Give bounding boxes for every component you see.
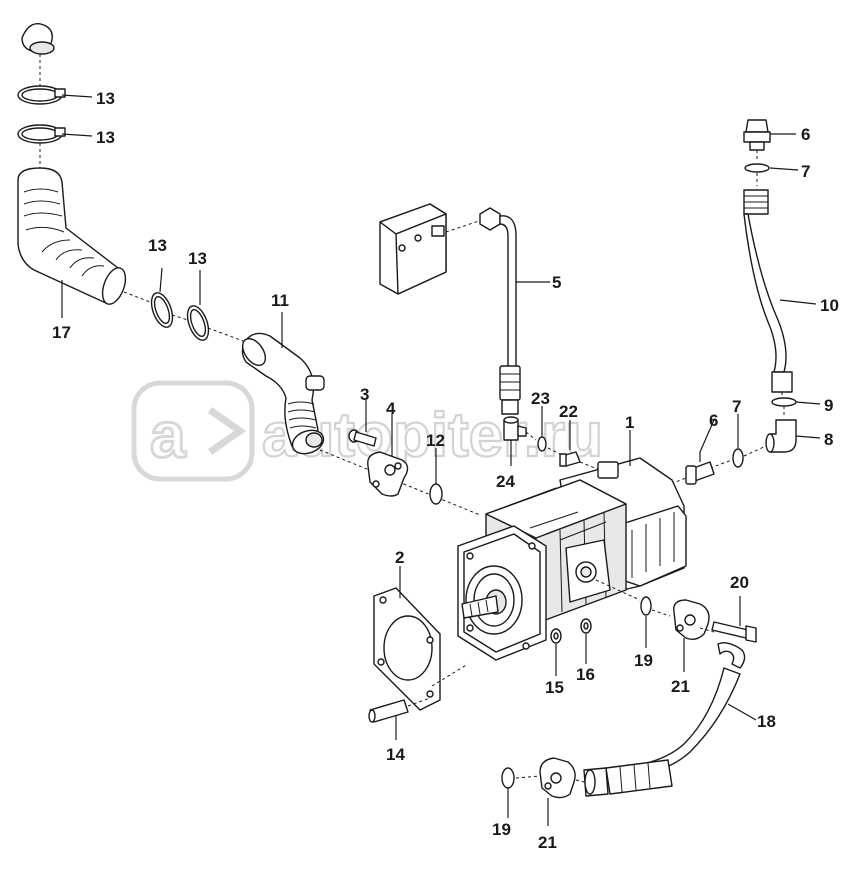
washer-15 (550, 628, 562, 676)
valve-block (379, 203, 447, 295)
callout-22: 22 (559, 402, 578, 421)
callout-12: 12 (426, 431, 445, 450)
bolt-3 (348, 400, 377, 447)
o-ring-12 (429, 448, 443, 505)
flange-4 (367, 414, 409, 497)
fitting-6-right (685, 419, 715, 485)
o-ring-7-right (732, 414, 744, 468)
callout-16: 16 (576, 665, 595, 684)
hose-clamp-13-middle-left (150, 267, 174, 328)
callout-5: 5 (552, 273, 561, 292)
callout-6-right: 6 (709, 411, 718, 430)
callout-21-upper: 21 (671, 677, 690, 696)
elbow-fitting-8 (765, 419, 821, 453)
callout-8: 8 (824, 430, 833, 449)
watermark-logo-a: a (150, 399, 186, 471)
callout-14: 14 (386, 745, 405, 764)
callout-13-middle-right: 13 (188, 249, 207, 268)
callout-17: 17 (52, 323, 71, 342)
o-ring-23 (537, 406, 547, 452)
hose-clamp-13-middle-right (186, 270, 210, 341)
callout-10: 10 (820, 296, 839, 315)
o-ring-7-top (744, 163, 799, 173)
callout-18: 18 (757, 712, 776, 731)
fitting-6-top (743, 119, 796, 151)
callouts: 13 13 13 13 17 11 5 6 7 10 9 8 7 6 3 4 1… (52, 89, 839, 852)
callout-6-top: 6 (801, 125, 810, 144)
fitting-24 (503, 416, 527, 466)
fitting-22 (559, 420, 581, 467)
suction-nozzle (21, 23, 55, 55)
gasket-2 (373, 566, 441, 711)
hydraulic-hose-10 (743, 189, 817, 393)
callout-24: 24 (496, 472, 515, 491)
hose-clamp-13-top (17, 85, 93, 105)
flange-21-lower (539, 757, 576, 826)
flange-21-upper (673, 599, 710, 672)
callout-13-top: 13 (96, 89, 115, 108)
callout-21-lower: 21 (538, 833, 557, 852)
callout-7-top: 7 (801, 162, 810, 181)
discharge-hose-18 (583, 642, 757, 797)
callout-23: 23 (531, 389, 550, 408)
callout-19-upper: 19 (634, 651, 653, 670)
gear-pump-1 (457, 430, 687, 661)
callout-3: 3 (360, 385, 369, 404)
pressure-tube-5 (479, 207, 550, 415)
elbow-hose-11 (241, 312, 325, 455)
watermark-logo-arrow (207, 407, 247, 455)
watermark-logo-box (131, 380, 255, 482)
o-ring-9 (771, 397, 821, 407)
callout-2: 2 (395, 548, 404, 567)
suction-hose-17 (17, 167, 127, 318)
callout-20: 20 (730, 573, 749, 592)
callout-19-lower: 19 (492, 820, 511, 839)
dowel-pin-14 (368, 699, 409, 740)
callout-15: 15 (545, 678, 564, 697)
bolt-20 (711, 596, 757, 643)
callout-9: 9 (824, 396, 833, 415)
hose-clamp-13-second (17, 124, 93, 144)
o-ring-19-lower (501, 767, 515, 818)
callout-4: 4 (386, 399, 396, 418)
callout-13-middle-left: 13 (148, 236, 167, 255)
o-ring-19-upper (640, 596, 652, 648)
callout-13-second: 13 (96, 128, 115, 147)
callout-1: 1 (625, 413, 634, 432)
washer-16 (580, 618, 592, 664)
callout-11: 11 (271, 291, 289, 310)
callout-7-right: 7 (732, 397, 741, 416)
